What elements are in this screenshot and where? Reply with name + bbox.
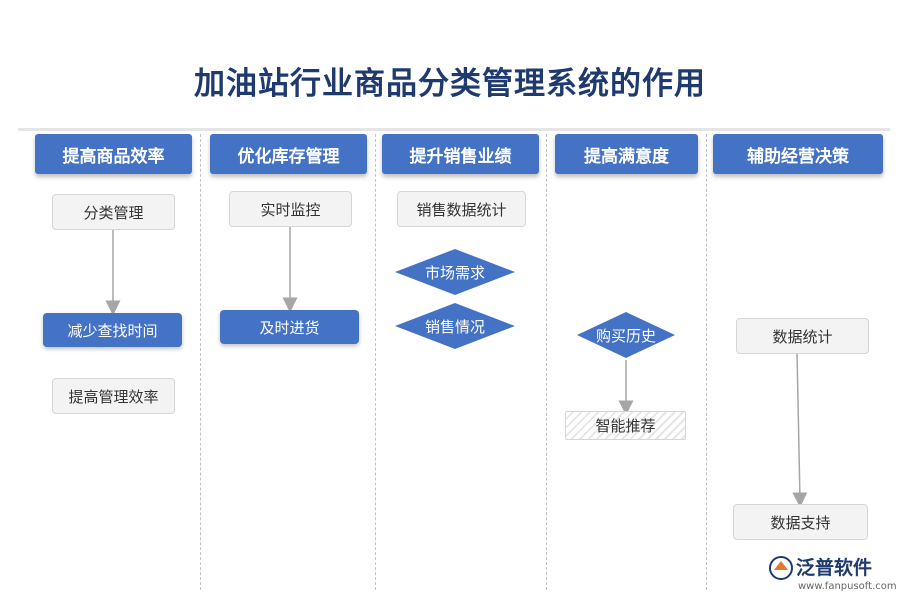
diamond-sales-status: [395, 303, 515, 349]
node-purchase-history: 购买历史: [577, 312, 675, 358]
column-header-product-efficiency: 提高商品效率: [35, 134, 192, 174]
column-divider: [375, 134, 376, 590]
node-category-management: 分类管理: [52, 194, 175, 230]
logo-name: 泛普软件: [796, 557, 873, 579]
column-header-sales: 提升销售业绩: [382, 134, 539, 174]
node-improve-management-efficiency: 提高管理效率: [52, 378, 175, 414]
node-realtime-monitoring: 实时监控: [229, 191, 352, 227]
node-smart-recommendation: 智能推荐: [565, 411, 686, 440]
header-bar: [18, 128, 890, 131]
node-sales-status-label: 销售情况: [424, 317, 485, 336]
column-divider: [546, 134, 547, 590]
column-header-inventory: 优化库存管理: [210, 134, 367, 174]
node-market-demand: 市场需求: [395, 249, 515, 295]
diamond-market-demand: [395, 249, 515, 295]
page-title: 加油站行业商品分类管理系统的作用: [194, 66, 706, 102]
node-purchase-history-label: 购买历史: [595, 326, 656, 345]
column-header-decision: 辅助经营决策: [713, 134, 883, 174]
column-divider: [200, 134, 201, 590]
node-sales-status: 销售情况: [395, 303, 515, 349]
node-timely-restock: 及时进货: [220, 310, 359, 344]
column-divider: [706, 134, 707, 590]
column-header-satisfaction: 提高满意度: [555, 134, 698, 174]
fanpu-logo-icon: [769, 556, 793, 580]
diamond-purchase-history: [577, 312, 675, 358]
node-data-support: 数据支持: [733, 504, 868, 540]
node-data-statistics: 数据统计: [736, 318, 869, 354]
node-sales-data-statistics: 销售数据统计: [397, 191, 526, 227]
node-reduce-search-time: 减少查找时间: [43, 313, 182, 347]
logo-url: www.fanpusoft.com: [798, 581, 897, 592]
brand-logo: 泛普软件 www.fanpusoft.com: [768, 553, 897, 598]
node-market-demand-label: 市场需求: [424, 263, 485, 282]
arrow-statistics-to-support: [792, 351, 808, 508]
